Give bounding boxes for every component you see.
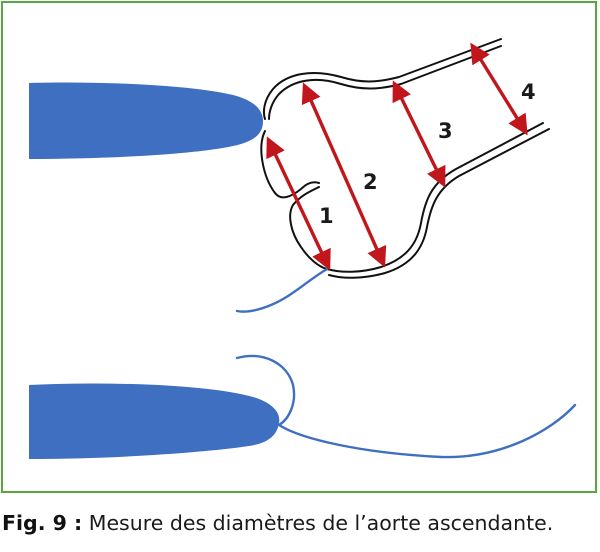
measurement-label-3: 3: [438, 119, 453, 143]
measurement-arrow-2: [301, 82, 387, 268]
guidewire: [235, 267, 577, 459]
caption-text: Mesure des diamètres de l’aorte ascendan…: [82, 511, 554, 535]
measurement-label-4: 4: [521, 80, 536, 104]
measurement-arrows: [266, 42, 528, 271]
measurement-arrow-4: [470, 42, 528, 136]
figure-number: Fig. 9 :: [2, 511, 83, 535]
aorta-diagram: 1 2 3 4: [29, 38, 577, 459]
measurement-label-1: 1: [319, 204, 334, 228]
measurement-label-2: 2: [363, 170, 378, 194]
measurement-arrow-3: [392, 80, 446, 188]
aorta-wall: [260, 38, 550, 279]
figure-frame: 1 2 3 4: [1, 1, 597, 493]
lower-probe: [29, 383, 280, 459]
upper-probe: [29, 82, 263, 159]
figure-caption: Fig. 9 : Mesure des diamètres de l’aorte…: [2, 508, 598, 538]
